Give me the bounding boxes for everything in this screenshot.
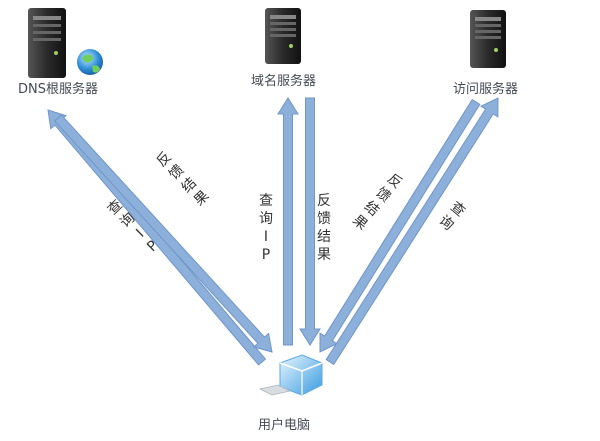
edge-label-char: 查 bbox=[259, 193, 273, 209]
arrow-right-feedback bbox=[319, 98, 481, 353]
edge-label-char: 果 bbox=[317, 247, 331, 263]
access-server-label: 访问服务器 bbox=[453, 82, 519, 97]
user-pc-label: 用户电脑 bbox=[258, 418, 311, 433]
edge-label-mid-query: 查询IP查询IP bbox=[259, 192, 273, 264]
arrow-right-query bbox=[325, 97, 499, 366]
arrow-mid-query bbox=[277, 97, 299, 346]
user-pc-icon bbox=[258, 354, 323, 396]
edge-label-char: I bbox=[263, 229, 269, 245]
domain-server-icon bbox=[265, 8, 301, 64]
arrow-left-feedback bbox=[53, 114, 273, 353]
globe-icon bbox=[77, 49, 103, 75]
dns-root-server-icon bbox=[28, 8, 66, 78]
edge-label-char: 询 bbox=[259, 211, 273, 227]
arrow-group bbox=[47, 97, 499, 366]
dns-root-server-label: DNS根服务器 bbox=[18, 82, 98, 97]
edge-label-char: 馈 bbox=[317, 211, 331, 227]
domain-server-label: 域名服务器 bbox=[251, 74, 317, 89]
edge-label-char: 结 bbox=[317, 229, 331, 245]
access-server-icon bbox=[470, 10, 506, 68]
edge-label-char: P bbox=[261, 247, 271, 263]
arrow-mid-feedback bbox=[299, 97, 321, 346]
edge-label-char: 反 bbox=[317, 193, 331, 209]
